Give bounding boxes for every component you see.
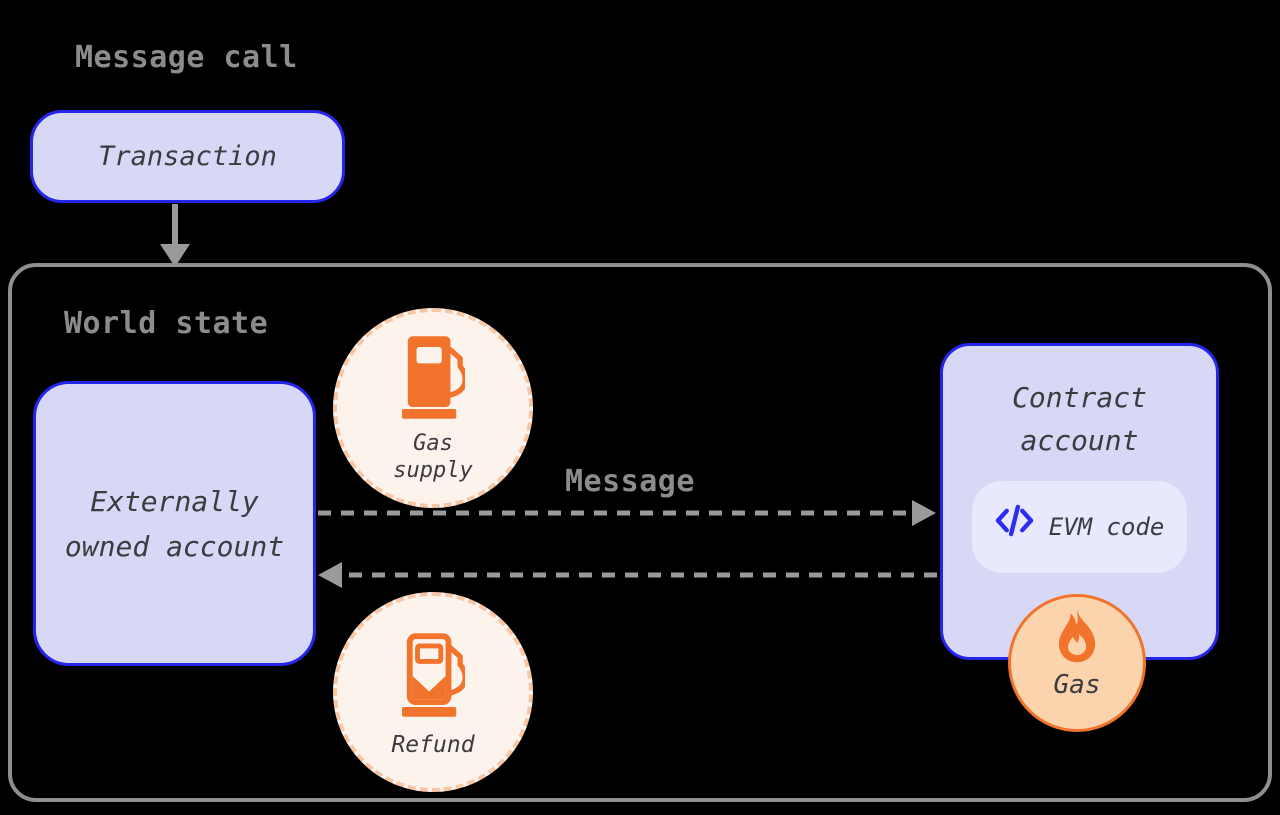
contract-label-line1: Contract	[1012, 381, 1147, 414]
gas-supply-badge: Gas supply	[333, 308, 533, 508]
gas-supply-label: Gas supply	[393, 431, 473, 483]
world-state-label: World state	[64, 306, 269, 341]
transaction-to-worldstate-arrow	[160, 204, 190, 267]
diagram-title: Message call	[75, 40, 298, 75]
eoa-label-line2: owned account	[64, 529, 285, 563]
refund-badge: Refund	[333, 592, 533, 792]
eoa-label-line1: Externally	[90, 484, 259, 518]
evm-code-label: EVM code	[1048, 512, 1165, 541]
transaction-label: Transaction	[98, 141, 277, 172]
contract-label-line2: account	[1020, 424, 1139, 457]
world-state-container	[8, 263, 1272, 802]
evm-code-pill: EVM code	[972, 481, 1187, 573]
message-arrow-label: Message	[565, 464, 695, 499]
code-icon	[995, 504, 1034, 551]
gas-badge: Gas	[1008, 594, 1146, 732]
eoa-node: Externally owned account	[33, 381, 316, 666]
gas-badge-label: Gas	[1053, 670, 1101, 700]
transaction-node: Transaction	[30, 110, 345, 203]
refund-label: Refund	[391, 732, 475, 758]
gas-pump-refund-icon	[401, 632, 468, 722]
flame-icon	[1052, 606, 1102, 668]
gas-pump-icon	[401, 334, 468, 424]
